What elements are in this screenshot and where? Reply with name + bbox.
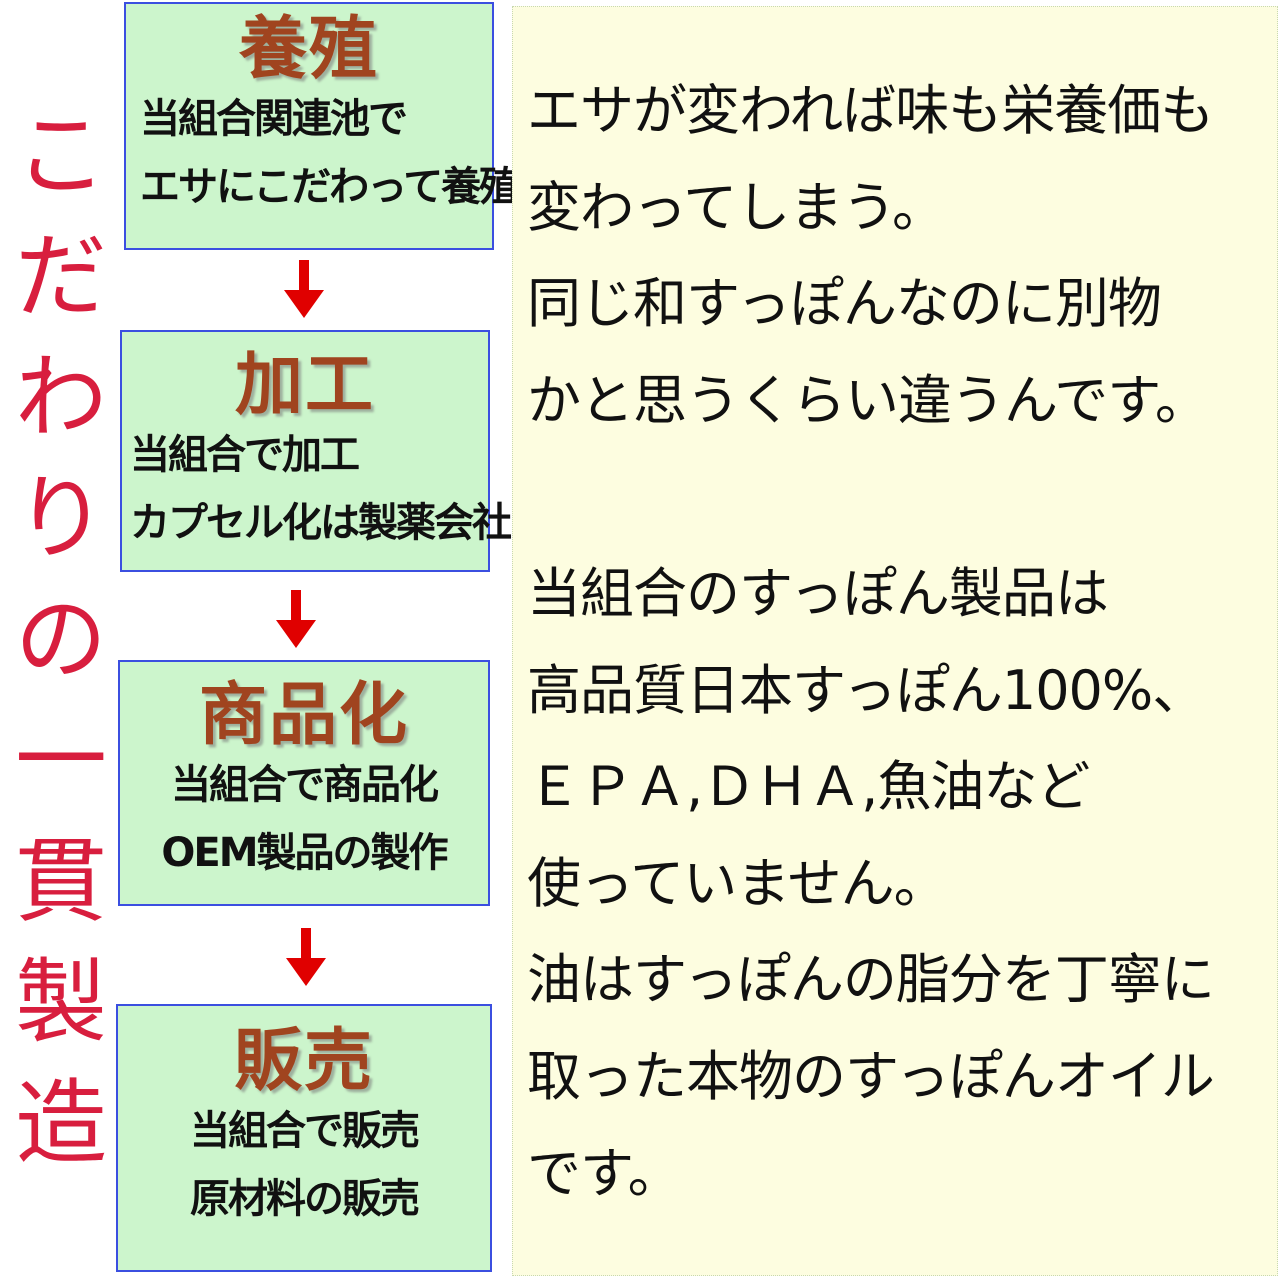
description-panel: エサが変われば味も栄養価も 変わってしまう。 同じ和すっぽんなのに別物 かと思う… xyxy=(512,6,1278,1276)
title-char: わ xyxy=(14,344,107,451)
step-title: 養殖 xyxy=(238,10,379,89)
down-arrow-icon xyxy=(276,590,316,648)
description-line: です。 xyxy=(527,1141,682,1205)
description-line: 同じ和すっぽんなのに別物 xyxy=(527,272,1162,336)
step-box-cultivation: 養殖 当組合関連池で エサにこだわって養殖 xyxy=(124,2,519,250)
step-box-productization: 商品化 当組合で商品化 OEM製品の製作 xyxy=(118,660,490,906)
step-line: 当組合で商品化 xyxy=(171,762,439,809)
title-char: 製 xyxy=(14,949,107,1056)
title-char: 貫 xyxy=(14,828,107,935)
step-line: 原材料の販売 xyxy=(190,1176,420,1223)
step-title: 販売 xyxy=(233,1022,374,1101)
description-line: 使っていません。 xyxy=(527,851,948,915)
title-char: り xyxy=(14,465,107,572)
description-line xyxy=(527,449,1277,546)
description-line: 高品質日本すっぽん100%、 xyxy=(527,658,1206,722)
title-char: 一 xyxy=(14,707,107,814)
step-line: 当組合で加工 xyxy=(130,432,360,479)
step-title: 加工 xyxy=(234,346,375,425)
down-arrow-icon xyxy=(284,260,324,318)
step-line: カプセル化は製薬会社 xyxy=(130,500,512,547)
description-line: エサが変われば味も栄養価も xyxy=(527,79,1214,142)
step-box-sales: 販売 当組合で販売 原材料の販売 xyxy=(116,1004,492,1272)
title-char: だ xyxy=(14,223,107,330)
vertical-title: こ だ わ り の 一 貫 製 造 xyxy=(6,110,116,1170)
step-line: 当組合で販売 xyxy=(190,1108,420,1155)
step-line: OEM製品の製作 xyxy=(161,830,448,877)
title-char: の xyxy=(14,586,107,693)
down-arrow-icon xyxy=(286,928,326,986)
description-line: 当組合のすっぽん製品は xyxy=(527,561,1109,625)
title-char: こ xyxy=(14,102,107,209)
description-line: 取った本物のすっぽんオイル xyxy=(527,1044,1215,1108)
step-title: 商品化 xyxy=(198,676,409,755)
description-line: ＥＰＡ,ＤＨＡ,魚油など xyxy=(527,755,1090,819)
step-line: エサにこだわって養殖 xyxy=(140,164,519,211)
description-line: 変わってしまう。 xyxy=(527,175,946,239)
step-line: 当組合関連池で xyxy=(140,96,408,143)
description-line: かと思うくらい違うんです。 xyxy=(527,368,1209,432)
title-char: 造 xyxy=(14,1070,107,1177)
step-box-processing: 加工 当組合で加工 カプセル化は製薬会社 xyxy=(120,330,512,572)
description-line: 油はすっぽんの脂分を丁寧に xyxy=(527,948,1215,1012)
